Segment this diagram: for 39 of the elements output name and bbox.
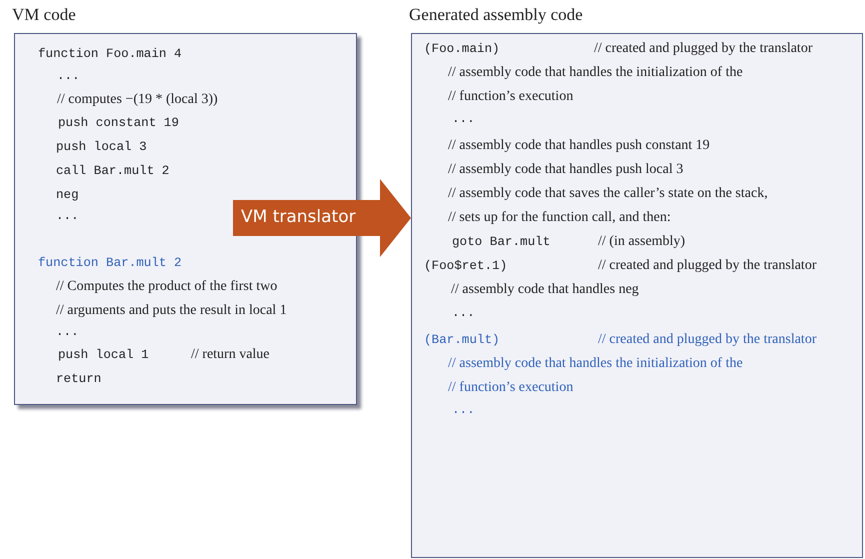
code-line: (Foo.main) bbox=[424, 41, 500, 58]
code-comment: // function’s execution bbox=[448, 379, 574, 397]
code-comment: // sets up for the function call, and then: bbox=[448, 209, 671, 227]
code-line: (Foo$ret.1) bbox=[424, 258, 508, 275]
code-line: ... bbox=[56, 324, 79, 341]
code-comment: // assembly code that handles the initialization of the bbox=[448, 355, 743, 373]
code-comment: // assembly code that handles push constant 19 bbox=[448, 137, 710, 155]
code-comment: // assembly code that saves the caller’s state on the stack, bbox=[448, 185, 768, 203]
code-line: ... bbox=[57, 68, 80, 85]
code-line: ... bbox=[452, 111, 475, 128]
panel-heading: VM code bbox=[12, 5, 76, 25]
code-line: ... bbox=[56, 208, 79, 225]
code-comment: // function’s execution bbox=[448, 88, 574, 106]
code-comment: // Computes the product of the first two bbox=[56, 278, 278, 296]
code-comment: // computes −(19 * (local 3)) bbox=[57, 91, 218, 109]
code-comment: // assembly code that handles push local 3 bbox=[448, 161, 684, 179]
edge-label: VM translator bbox=[241, 206, 356, 228]
code-line: (Bar.mult) bbox=[424, 332, 500, 349]
code-line: ... bbox=[452, 402, 475, 419]
code-line: function Bar.mult 2 bbox=[38, 255, 182, 272]
code-line: goto Bar.mult bbox=[452, 234, 550, 251]
code-line: push constant 19 bbox=[58, 115, 179, 132]
code-comment: // arguments and puts the result in local 1 bbox=[56, 302, 287, 320]
block-arrow bbox=[233, 179, 411, 257]
code-comment: // created and plugged by the translator bbox=[598, 257, 816, 275]
code-line: return bbox=[56, 371, 102, 388]
code-line: function Foo.main 4 bbox=[38, 46, 182, 63]
code-line: ... bbox=[452, 305, 475, 322]
code-line: call Bar.mult 2 bbox=[56, 163, 170, 180]
code-comment: // assembly code that handles the initialization of the bbox=[448, 64, 743, 82]
panel-heading: Generated assembly code bbox=[409, 5, 583, 25]
code-comment: // created and plugged by the translator bbox=[594, 40, 812, 58]
code-line: push local 1 bbox=[58, 347, 149, 364]
code-comment: // (in assembly) bbox=[598, 233, 686, 251]
code-comment: // created and plugged by the translator bbox=[598, 331, 816, 349]
code-comment: // return value bbox=[191, 346, 270, 364]
code-line: push local 3 bbox=[56, 139, 147, 156]
code-line: neg bbox=[56, 187, 79, 204]
code-comment: // assembly code that handles neg bbox=[451, 281, 639, 299]
